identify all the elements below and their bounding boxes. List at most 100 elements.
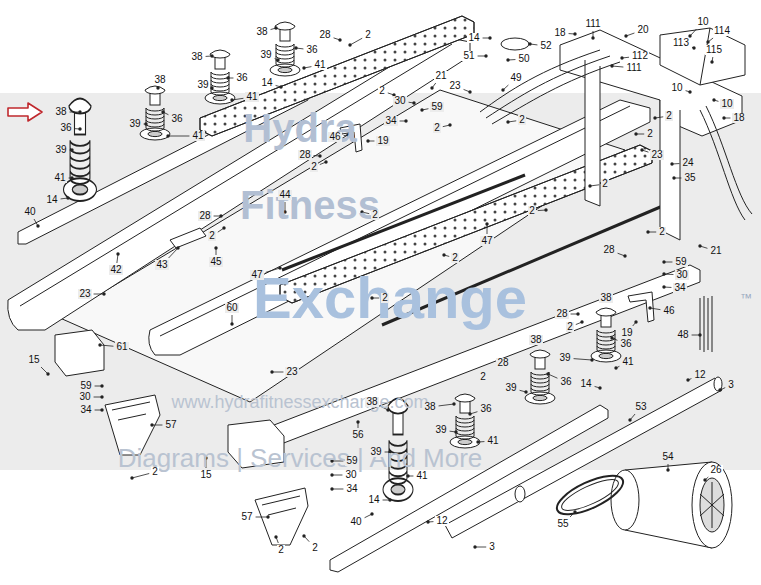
leader-line	[132, 474, 149, 478]
fastener-dot	[78, 127, 81, 130]
callout-number: 42	[109, 265, 122, 275]
callout-number: 2	[311, 543, 319, 553]
callout-number: 14	[467, 33, 480, 43]
callout-number: 60	[225, 303, 238, 313]
callout-number: 59	[430, 102, 443, 112]
callout-number: 39	[54, 145, 67, 155]
fastener-dot	[698, 333, 701, 336]
callout-number: 38	[153, 75, 166, 85]
fastener-dot	[623, 254, 626, 257]
callout-number: 38	[255, 27, 268, 37]
callout-number: 45	[209, 257, 222, 267]
callout-number: 2	[310, 162, 318, 172]
callout-number: 41	[415, 471, 428, 481]
fastener-dot	[588, 184, 591, 187]
fastener-dot	[214, 246, 217, 249]
fastener-dot	[274, 26, 277, 29]
fastener-dot	[468, 412, 471, 415]
fastener-dot	[370, 512, 373, 515]
fastener-dot	[150, 423, 153, 426]
fastener-dot	[718, 388, 721, 391]
callout-number: 14	[45, 195, 58, 205]
callout-number: 52	[539, 41, 552, 51]
callout-number: 2	[364, 30, 372, 40]
fastener-dot	[226, 76, 229, 79]
callout-number: 12	[693, 370, 706, 380]
fastener-dot	[722, 116, 725, 119]
callout-number: 2	[518, 115, 526, 125]
fastener-dot	[624, 34, 627, 37]
callout-number: 3	[727, 380, 735, 390]
callout-number: 36	[59, 123, 72, 133]
fastener-dot	[484, 54, 487, 57]
callout-number: 38	[599, 293, 612, 303]
callout-number: 23	[285, 367, 298, 377]
fastener-dot	[338, 38, 341, 41]
fastener-dot	[598, 386, 601, 389]
callout-number: 39	[196, 80, 209, 90]
callout-number: 2	[151, 467, 159, 477]
fastener-dot	[100, 408, 103, 411]
fastener-dot	[426, 520, 429, 523]
fastener-dot	[610, 336, 613, 339]
callout-number: 40	[349, 517, 362, 527]
leader-line	[332, 489, 343, 490]
callout-number: 34	[673, 283, 686, 293]
fastener-dot	[210, 86, 213, 89]
leader-line	[272, 372, 283, 373]
fastener-dot	[634, 320, 637, 323]
fastener-dot	[501, 88, 504, 91]
callout-number: 113	[672, 38, 690, 48]
fastener-dot	[66, 196, 69, 199]
fastener-dot	[166, 134, 169, 137]
fastener-dot	[70, 176, 73, 179]
fastener-dot	[662, 285, 665, 288]
leader-line	[612, 66, 623, 67]
fastener-dot	[544, 208, 547, 211]
fastener-dot	[46, 372, 49, 375]
callout-number: 2	[479, 372, 487, 382]
fastener-dot	[646, 230, 649, 233]
fastener-dot	[144, 122, 147, 125]
leader-line	[169, 248, 178, 258]
callout-number: 40	[23, 207, 36, 217]
callout-number: 41	[191, 131, 204, 141]
fastener-dot	[230, 98, 233, 101]
fastener-dot	[100, 384, 103, 387]
fastener-dot	[102, 292, 105, 295]
callout-number: 111	[625, 63, 642, 73]
leader-line	[439, 404, 454, 406]
callout-number: 28	[298, 150, 311, 160]
callout-number: 41	[245, 92, 258, 102]
callout-number: 30	[78, 392, 91, 402]
fastener-dot	[591, 36, 594, 39]
fastener-dot	[454, 430, 457, 433]
leader-line	[574, 359, 592, 360]
leader-line	[350, 38, 362, 45]
callout-number: 35	[683, 173, 696, 183]
fastener-dot	[528, 42, 531, 45]
fastener-dot	[318, 154, 321, 157]
callout-number: 115	[705, 45, 723, 55]
fastener-dot	[573, 510, 576, 513]
callout-number: 39	[369, 447, 382, 457]
callout-number: 21	[709, 246, 722, 256]
leader-line	[168, 136, 189, 137]
fastener-dot	[506, 58, 509, 61]
fastener-dot	[116, 252, 119, 255]
fastener-dot	[524, 390, 527, 393]
fastener-dot	[266, 515, 269, 518]
callout-number: 57	[164, 420, 177, 430]
fastener-dot	[692, 46, 695, 49]
fastener-dot	[279, 85, 282, 88]
callout-number: 21	[434, 71, 447, 81]
callout-number: 36	[235, 73, 248, 83]
fastener-dot	[324, 160, 327, 163]
fastener-dot	[430, 86, 433, 89]
callout-number: 50	[517, 54, 530, 64]
callout-number: 10	[696, 17, 709, 27]
fastener-dot	[576, 312, 579, 315]
fastener-dot	[161, 110, 164, 113]
leader-line	[232, 98, 243, 100]
callout-number: 30	[393, 96, 406, 106]
